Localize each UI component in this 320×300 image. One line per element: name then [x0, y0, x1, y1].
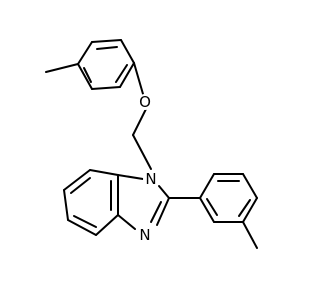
bond — [242, 197, 258, 223]
atom-label-n1: N — [145, 170, 156, 188]
atom-label-oxygen-group: O — [137, 93, 153, 111]
bond — [132, 134, 152, 170]
bond — [83, 67, 92, 83]
bond — [119, 62, 135, 88]
bond — [206, 198, 218, 216]
bond — [96, 46, 118, 50]
bond — [117, 174, 144, 180]
top-tolyl-ring — [45, 39, 135, 90]
ethoxy-linker — [132, 62, 152, 170]
bond — [77, 63, 93, 90]
bond — [115, 64, 128, 83]
bond — [67, 219, 97, 236]
bond — [238, 199, 251, 217]
bond — [132, 108, 147, 136]
bond — [63, 169, 91, 191]
bond — [156, 197, 170, 226]
methyl-bond — [242, 221, 258, 249]
atom-label-n3-group: N — [137, 226, 153, 244]
bottom-tolyl-ring — [168, 173, 258, 249]
bond — [70, 177, 91, 194]
structure-diagram: O N N — [45, 39, 258, 249]
bond — [199, 173, 215, 199]
bond — [133, 62, 144, 95]
bond — [158, 185, 170, 199]
methyl-bond — [45, 63, 79, 73]
bond — [95, 214, 119, 236]
bond — [150, 201, 162, 223]
bond — [120, 39, 135, 64]
bond — [89, 169, 119, 176]
bond — [242, 173, 258, 199]
bond — [63, 189, 69, 221]
atom-label-n1-group: N — [143, 170, 159, 188]
bond — [91, 39, 122, 43]
atom-label-oxygen: O — [139, 93, 151, 111]
bond — [73, 215, 97, 228]
bond — [117, 214, 136, 230]
atom-label-n3: N — [139, 226, 150, 244]
benzimidazole-core — [63, 169, 170, 236]
bond — [91, 86, 121, 90]
bond — [199, 197, 215, 223]
bond — [77, 41, 93, 65]
